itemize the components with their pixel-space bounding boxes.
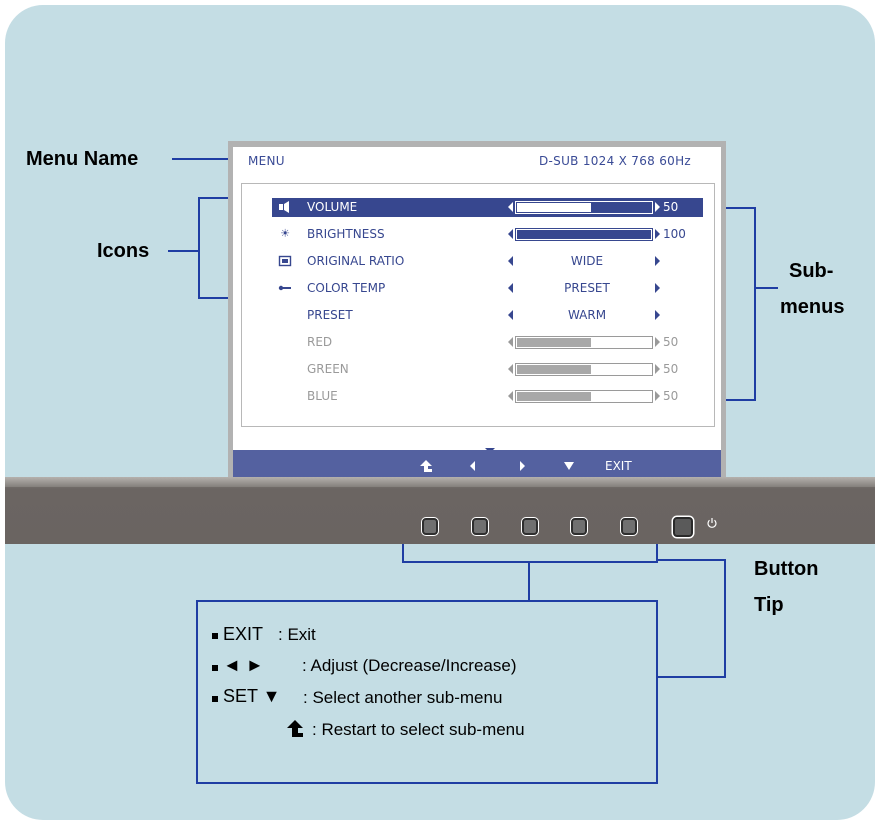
menu-item-label: RED: [307, 335, 333, 349]
legend-exit-key: EXIT: [223, 624, 264, 644]
down-arrow-icon: [562, 459, 576, 473]
right-arrow-icon: [516, 459, 528, 473]
power-button[interactable]: [673, 517, 693, 537]
left-hardware-button[interactable]: [472, 518, 488, 535]
red-value: 50: [663, 335, 679, 349]
brightness-value: 100: [663, 227, 686, 241]
sun-icon: ☀: [280, 227, 290, 240]
menu-item-original-ratio[interactable]: ORIGINAL RATIO WIDE: [272, 252, 703, 271]
color-temp-icon: [278, 281, 292, 295]
preset-option: WARM: [567, 308, 607, 322]
legend-exit-desc: : Exit: [278, 625, 316, 644]
menu-item-label: COLOR TEMP: [307, 281, 386, 295]
right-arrow-icon: [655, 391, 660, 401]
left-arrow-icon: [508, 337, 513, 347]
blue-value: 50: [663, 389, 679, 403]
green-slider: [515, 363, 653, 376]
left-arrow-icon: [508, 391, 513, 401]
osd-input-info: D-SUB 1024 X 768 60Hz: [539, 154, 692, 168]
callout-button-line1: Button: [754, 558, 819, 580]
osd-window: MENU D-SUB 1024 X 768 60Hz VOLUME 50 ☀ B…: [233, 147, 721, 482]
left-arrow-icon: [508, 310, 513, 320]
menu-item-volume[interactable]: VOLUME 50: [272, 198, 703, 217]
legend-adjust-key: ◄ ►: [223, 655, 264, 675]
callout-submenus-line2: menus: [780, 296, 845, 318]
button-legend-box: EXIT : Exit ◄ ► : Adjust (Decrease/Incre…: [196, 600, 658, 784]
up-return-arrow-icon: [419, 459, 433, 473]
color-temp-option: PRESET: [564, 281, 610, 295]
menu-item-brightness[interactable]: ☀ BRIGHTNESS 100: [272, 225, 703, 244]
left-arrow-icon: [508, 202, 513, 212]
menu-hardware-button[interactable]: [422, 518, 438, 535]
callout-button-line2: Tip: [754, 594, 784, 616]
blue-slider: [515, 390, 653, 403]
red-slider: [515, 336, 653, 349]
up-return-arrow-icon: [286, 719, 304, 744]
legend-adjust-desc: : Adjust (Decrease/Increase): [302, 656, 517, 675]
callout-submenus-line1: Sub-: [789, 260, 834, 282]
right-arrow-icon: [655, 202, 660, 212]
right-arrow-icon: [655, 283, 660, 293]
left-arrow-icon: [508, 283, 513, 293]
right-arrow-icon: [655, 337, 660, 347]
menu-item-blue: BLUE 50: [272, 387, 703, 406]
tip-exit-label: EXIT: [605, 459, 632, 473]
green-value: 50: [663, 362, 679, 376]
power-icon: [705, 516, 719, 534]
legend-set-key: SET ▼: [223, 686, 281, 706]
volume-slider[interactable]: [515, 201, 653, 214]
legend-set-desc: : Select another sub-menu: [303, 688, 503, 707]
menu-item-red: RED 50: [272, 333, 703, 352]
menu-item-label: VOLUME: [307, 200, 358, 214]
speaker-icon: [278, 200, 292, 214]
callout-icons: Icons: [97, 240, 150, 262]
auto-hardware-button[interactable]: [621, 518, 637, 535]
menu-item-green: GREEN 50: [272, 360, 703, 379]
legend-restart-desc: : Restart to select sub-menu: [312, 720, 525, 739]
right-arrow-icon: [655, 310, 660, 320]
left-arrow-icon: [508, 364, 513, 374]
aspect-ratio-icon: [278, 254, 292, 268]
right-arrow-icon: [655, 229, 660, 239]
left-arrow-icon: [467, 459, 479, 473]
left-arrow-icon: [508, 256, 513, 266]
menu-item-label: PRESET: [307, 308, 353, 322]
menu-item-label: GREEN: [307, 362, 349, 376]
menu-item-color-temp[interactable]: COLOR TEMP PRESET: [272, 279, 703, 298]
menu-item-label: ORIGINAL RATIO: [307, 254, 405, 268]
monitor-screen: MENU D-SUB 1024 X 768 60Hz VOLUME 50 ☀ B…: [228, 141, 726, 482]
callout-menu-name: Menu Name: [26, 148, 139, 170]
menu-item-label: BRIGHTNESS: [307, 227, 385, 241]
ratio-option: WIDE: [570, 254, 604, 268]
button-tip-bar: EXIT: [233, 450, 721, 482]
osd-menu-list: VOLUME 50 ☀ BRIGHTNESS 100 ORIGINAL: [241, 183, 715, 453]
brightness-slider[interactable]: [515, 228, 653, 241]
set-hardware-button[interactable]: [571, 518, 587, 535]
menu-item-label: BLUE: [307, 389, 338, 403]
osd-menu-title: MENU: [248, 154, 285, 168]
right-hardware-button[interactable]: [522, 518, 538, 535]
right-arrow-icon: [655, 364, 660, 374]
monitor-bezel: [5, 477, 875, 544]
right-arrow-icon: [655, 256, 660, 266]
left-arrow-icon: [508, 229, 513, 239]
volume-value: 50: [663, 200, 679, 214]
menu-item-preset[interactable]: PRESET WARM: [272, 306, 703, 325]
